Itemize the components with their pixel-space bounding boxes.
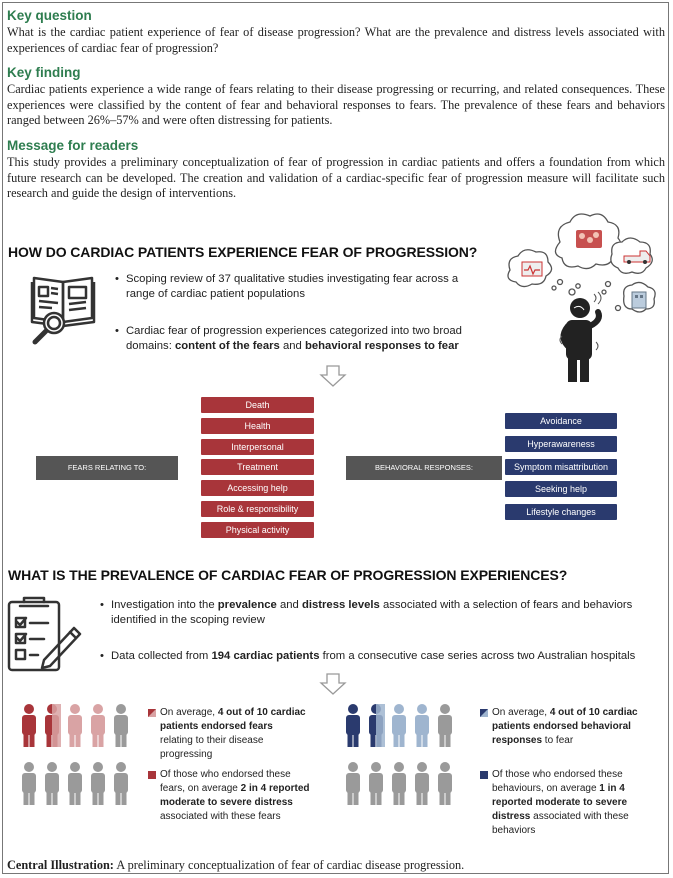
- book-magnifier-icon: [30, 276, 96, 345]
- person-icon: [45, 704, 61, 747]
- legend-bold-text: 4 out of 10 cardiac patients endorsed be…: [492, 707, 638, 746]
- person-icon: [68, 762, 82, 805]
- bullet-dot: •: [115, 325, 119, 337]
- bullet-text: Cardiac fear of progression experiences …: [126, 325, 462, 352]
- person-icon: [415, 704, 429, 747]
- half-navy-square-icon: [480, 709, 488, 717]
- thinking-person-illustration: [507, 213, 656, 382]
- fear-item: Accessing help: [201, 480, 314, 497]
- legend-text: relating to their disease progressing: [160, 735, 264, 760]
- person-icon: [415, 762, 429, 805]
- person-icon: [392, 704, 406, 747]
- navy-square-icon: [480, 771, 488, 779]
- person-icon: [45, 762, 59, 805]
- legend-text: Of those who endorsed these fears, on av…: [160, 769, 291, 794]
- legend-bold-text: 1 in 4 reported moderate to severe distr…: [492, 783, 628, 822]
- legend-bold-text: 2 in 4 reported moderate to severe distr…: [160, 783, 310, 808]
- bullet-dot: •: [115, 273, 119, 285]
- figure-caption: Central Illustration: A preliminary conc…: [7, 858, 464, 873]
- person-icon: [346, 704, 360, 747]
- bullet-bold-text: distress levels: [301, 599, 380, 611]
- behavior-legend-2: Of those who endorsed these behaviours, …: [480, 768, 650, 838]
- down-arrow-icon: [319, 673, 347, 695]
- person-icon: [346, 762, 360, 805]
- behavior-item: Lifestyle changes: [505, 504, 617, 521]
- person-icon: [91, 704, 105, 747]
- bullet-text: and: [276, 599, 302, 611]
- person-icon: [438, 704, 452, 747]
- down-arrow-icon: [319, 365, 347, 387]
- behavioral-responses-label: BEHAVIORAL RESPONSES:: [346, 456, 502, 480]
- person-icon: [22, 762, 36, 805]
- bullet-text: from a consecutive case series across tw…: [319, 650, 636, 662]
- legend-text: associated with these fears: [160, 811, 281, 822]
- person-icon: [68, 704, 82, 747]
- message-text: This study provides a preliminary concep…: [7, 155, 665, 200]
- section1-bullet-1-text: Scoping review of 37 qualitative studies…: [126, 273, 459, 300]
- behavior-item: Avoidance: [505, 413, 617, 429]
- bullet-bold-text: content of the fears: [174, 340, 280, 352]
- caption-label: Central Illustration:: [7, 858, 114, 872]
- person-icon: [114, 762, 128, 805]
- behavior-item: Seeking help: [505, 481, 617, 498]
- person-icon: [369, 704, 385, 747]
- behavior-item: Hyperawareness: [505, 435, 617, 452]
- fear-legend-2: Of those who endorsed these fears, on av…: [148, 768, 318, 824]
- behavior-pictograph: [346, 704, 452, 805]
- section1-title: HOW DO CARDIAC PATIENTS EXPERIENCE FEAR …: [8, 244, 478, 260]
- person-icon: [369, 762, 383, 805]
- key-finding-heading: Key finding: [7, 65, 81, 80]
- legend-text: On average,: [492, 707, 550, 718]
- red-square-icon: [148, 771, 156, 779]
- behavior-legend-1: On average, 4 out of 10 cardiac patients…: [480, 706, 655, 748]
- section2-bullet-2: • Data collected from 194 cardiac patien…: [100, 649, 665, 664]
- person-icon: [22, 704, 36, 747]
- legend-text: Of those who endorsed these behaviours, …: [492, 769, 623, 794]
- section2-title: WHAT IS THE PREVALENCE OF CARDIAC FEAR O…: [8, 567, 568, 583]
- fear-legend-1: On average, 4 out of 10 cardiac patients…: [148, 706, 308, 762]
- section2-bullet-1: • Investigation into the prevalence and …: [100, 598, 660, 628]
- bullet-dot: •: [100, 599, 104, 611]
- fears-relating-to-label: FEARS RELATING TO:: [36, 456, 178, 480]
- fear-pictograph: [22, 704, 128, 805]
- fear-item: Physical activity: [201, 521, 314, 538]
- clipboard-checklist-icon: [7, 596, 82, 672]
- key-question-heading: Key question: [7, 8, 92, 23]
- person-icon: [392, 762, 406, 805]
- bullet-text: associated with a selection of fears and…: [111, 599, 633, 626]
- fear-item: Role & responsibility: [201, 501, 314, 517]
- bullet-dot: •: [100, 650, 104, 662]
- legend-text: On average,: [160, 707, 218, 718]
- legend-bold-text: 4 out of 10 cardiac patients endorsed fe…: [160, 707, 306, 732]
- bullet-bold-text: 194 cardiac patients: [211, 650, 320, 662]
- person-icon: [438, 762, 452, 805]
- legend-text: to fear: [542, 735, 574, 746]
- bullet-bold-text: behavioral responses to fear: [304, 340, 459, 352]
- legend-text: associated with these behaviors: [492, 811, 629, 836]
- person-icon: [114, 704, 128, 747]
- fear-item: Treatment: [201, 459, 314, 476]
- section1-bullet-1: • Scoping review of 37 qualitative studi…: [115, 272, 485, 302]
- message-heading: Message for readers: [7, 138, 139, 153]
- bullet-bold-text: prevalence: [217, 599, 277, 611]
- bullet-text: Investigation into the: [111, 599, 218, 611]
- fear-item: Death: [201, 397, 314, 413]
- key-question-text: What is the cardiac patient experience o…: [7, 25, 665, 55]
- caption-text: A preliminary conceptualization of fear …: [113, 858, 465, 872]
- person-icon: [91, 762, 105, 805]
- key-finding-text: Cardiac patients experience a wide range…: [7, 82, 665, 127]
- section1-bullet-2: • Cardiac fear of progression experience…: [115, 324, 485, 354]
- fear-item: Interpersonal: [201, 438, 314, 455]
- fear-item: Health: [201, 417, 314, 434]
- bullet-text: Data collected from: [111, 650, 212, 662]
- half-red-square-icon: [148, 709, 156, 717]
- bullet-text: and: [279, 340, 305, 352]
- behavior-item: Symptom misattribution: [505, 458, 617, 475]
